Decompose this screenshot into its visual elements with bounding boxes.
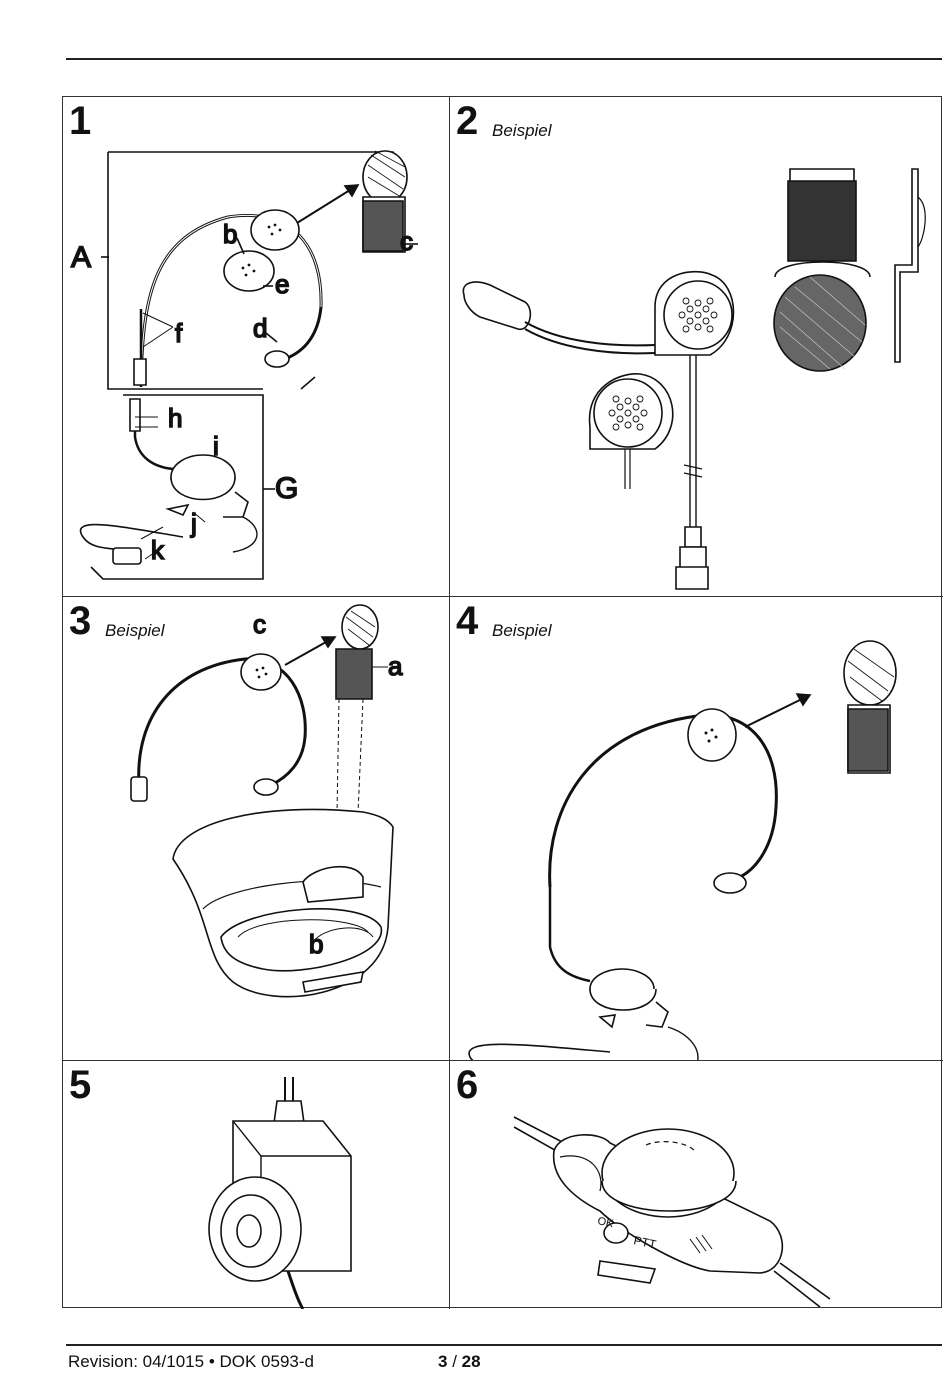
label-c: c [253, 609, 266, 639]
footer-page-number: 3 / 28 [438, 1352, 481, 1372]
footer-revision: Revision: 04/1015 • DOK 0593-d [68, 1352, 314, 1371]
page-separator: / [447, 1352, 462, 1371]
label-b: b [223, 219, 237, 249]
figure-number: 2 [456, 99, 479, 143]
figure-2: 2 Beispiel [450, 97, 943, 597]
figure-caption: Beispiel [105, 621, 165, 640]
label-a: a [388, 651, 403, 681]
figure-caption: Beispiel [492, 621, 552, 640]
figure-6: 6 PTT OK [450, 1061, 943, 1309]
footer-rule [66, 1344, 942, 1346]
header-rule [66, 58, 942, 60]
figure-grid: 1 [62, 96, 943, 1309]
figure-number: 6 [456, 1063, 479, 1107]
figure-1-drawing: A b c d e f h i j k G [70, 97, 450, 597]
figure-3-drawing: c a b [63, 597, 404, 1061]
ptt-label: PTT [632, 1233, 658, 1252]
figure-2-drawing [450, 97, 943, 597]
label-G: G [275, 472, 298, 505]
figure-number: 5 [69, 1063, 92, 1107]
label-c: c [400, 226, 413, 256]
figure-number: 4 [456, 599, 479, 643]
figure-number: 1 [69, 99, 92, 143]
label-i: i [213, 431, 219, 461]
label-e: e [275, 269, 289, 299]
label-A: A [71, 241, 91, 274]
label-d: d [253, 313, 267, 343]
figure-5: 5 [63, 1061, 450, 1309]
label-b: b [309, 929, 323, 959]
figure-4: 4 Beispiel [450, 597, 943, 1061]
figure-5-drawing [63, 1061, 450, 1309]
figure-4-drawing [450, 597, 943, 1061]
figure-caption: Beispiel [492, 121, 552, 140]
figure-6-drawing: PTT OK [450, 1061, 943, 1309]
label-h: h [168, 403, 182, 433]
label-k: k [151, 535, 165, 565]
figure-number: 3 [69, 599, 92, 643]
figure-1: 1 [63, 97, 450, 597]
page-total: 28 [461, 1352, 481, 1371]
page-current: 3 [438, 1352, 448, 1371]
label-f: f [175, 318, 183, 348]
ok-label: OK [596, 1215, 615, 1230]
label-j: j [190, 508, 197, 538]
figure-3: 3 Beispiel [63, 597, 450, 1061]
